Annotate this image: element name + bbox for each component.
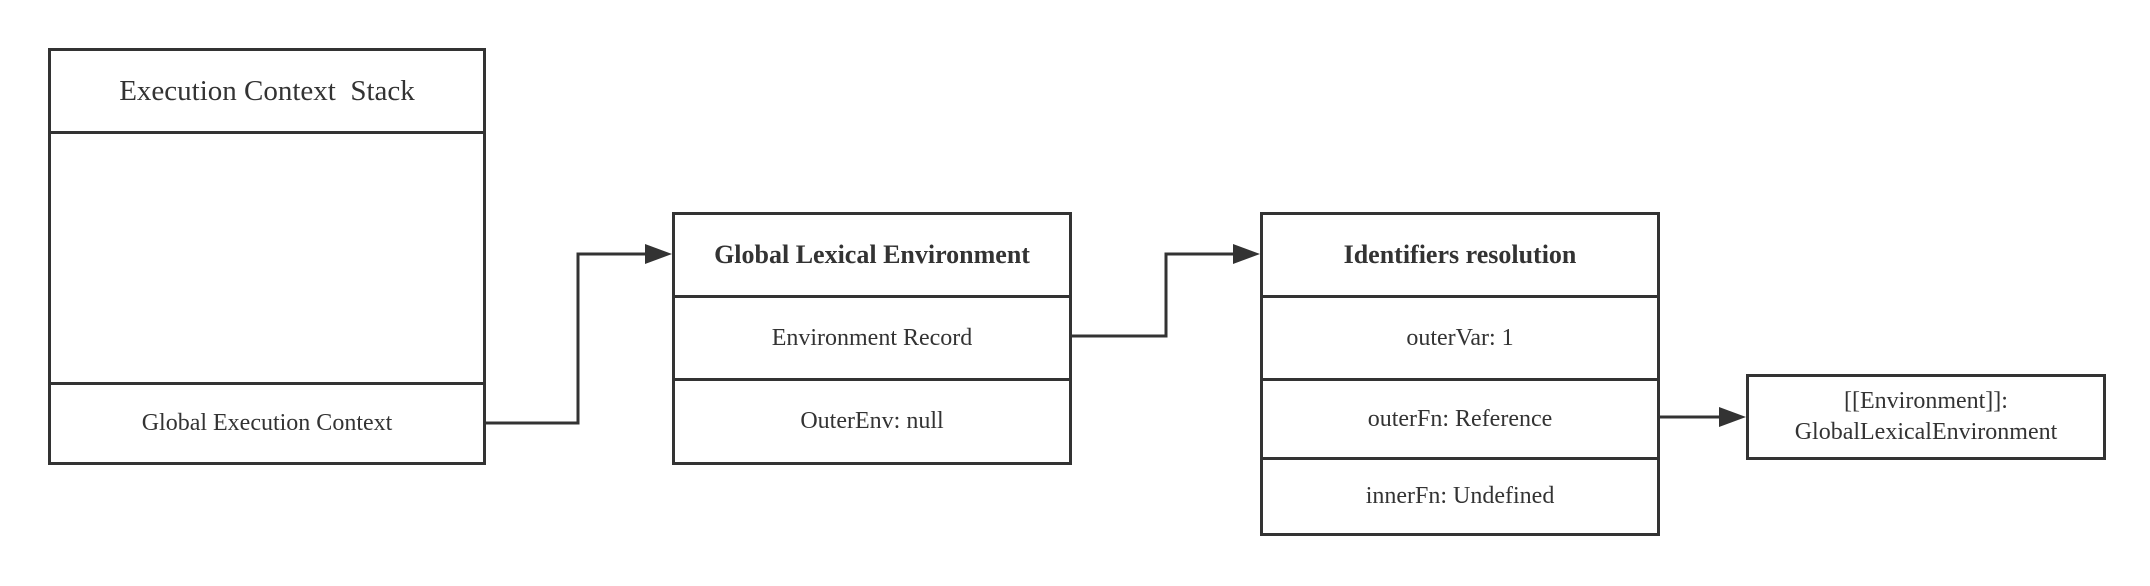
environment-reference-line-1: [[Environment]]: xyxy=(1844,388,2008,414)
environment-reference-text: [[Environment]]: GlobalLexicalEnvironmen… xyxy=(1749,377,2103,457)
stack-title: Execution Context Stack xyxy=(119,74,415,107)
global-lexical-environment: Global Lexical Environment Environment R… xyxy=(672,212,1072,465)
execution-context-stack: Execution Context Stack Global Execution… xyxy=(48,48,486,465)
arrow-env-record-to-identifiers xyxy=(1072,244,1260,338)
identifiers-resolution: Identifiers resolution outerVar: 1 outer… xyxy=(1260,212,1660,536)
identifiers-divider-3 xyxy=(1263,457,1657,460)
identifiers-title: Identifiers resolution xyxy=(1343,240,1577,269)
global-env-divider-2 xyxy=(675,378,1069,381)
global-env-divider-1 xyxy=(675,295,1069,298)
arrow-outer-fn-to-environment xyxy=(1660,407,1746,427)
arrowhead-3 xyxy=(1719,407,1746,427)
identifier-outer-var: outerVar: 1 xyxy=(1406,324,1514,351)
arrowhead-2 xyxy=(1233,244,1260,264)
outer-env: OuterEnv: null xyxy=(800,408,944,434)
identifiers-divider-1 xyxy=(1263,295,1657,298)
identifier-outer-fn: outerFn: Reference xyxy=(1367,405,1553,432)
environment-record: Environment Record xyxy=(771,324,973,351)
arrowhead-1 xyxy=(645,244,672,264)
global-execution-context: Global Execution Context xyxy=(141,410,393,436)
arrow-stack-to-global-env xyxy=(486,244,672,425)
identifier-inner-fn: innerFn: Undefined xyxy=(1365,483,1555,509)
identifiers-divider-2 xyxy=(1263,378,1657,381)
stack-divider-top xyxy=(51,131,483,134)
environment-reference-line-2: GlobalLexicalEnvironment xyxy=(1794,419,2058,445)
global-env-title: Global Lexical Environment xyxy=(714,240,1030,269)
environment-reference: [[Environment]]: GlobalLexicalEnvironmen… xyxy=(1746,374,2106,460)
stack-divider-bottom xyxy=(51,382,483,385)
